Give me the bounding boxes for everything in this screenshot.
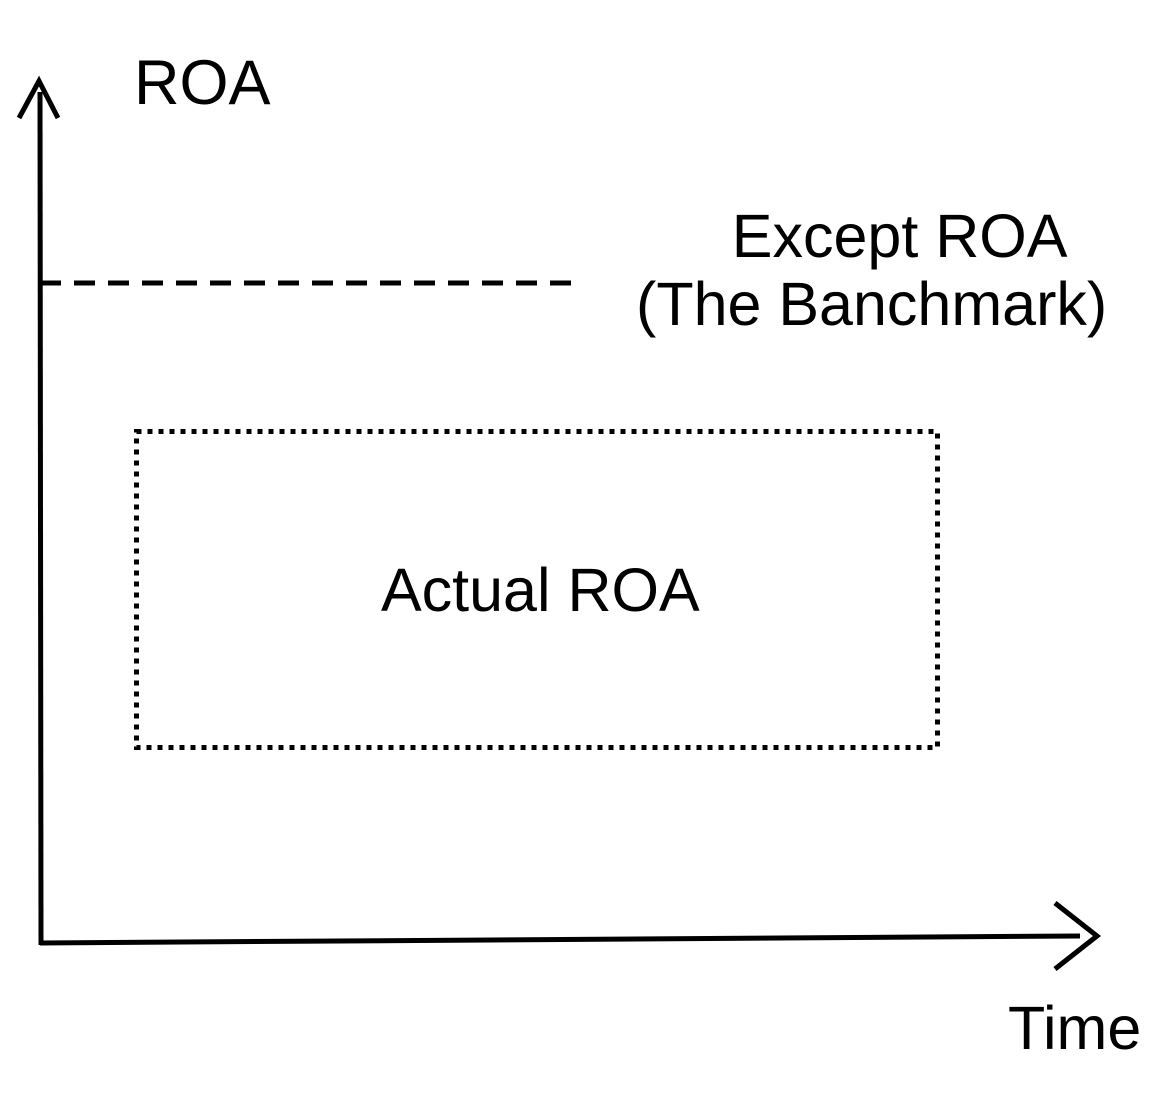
arrow-right-icon bbox=[1053, 901, 1102, 971]
y-axis-label: ROA bbox=[134, 48, 271, 118]
benchmark-label: Except ROA (The Banchmark) bbox=[636, 202, 1107, 339]
y-axis-line bbox=[37, 91, 44, 946]
actual-roa-region-box bbox=[134, 429, 940, 750]
x-axis-line bbox=[39, 933, 1081, 946]
actual-roa-label: Actual ROA bbox=[381, 556, 700, 624]
arrow-up-icon bbox=[16, 75, 61, 120]
x-axis-label: Time bbox=[1008, 994, 1142, 1062]
benchmark-label-line-2: (The Banchmark) bbox=[636, 270, 1108, 339]
benchmark-label-line-1: Except ROA bbox=[731, 202, 1068, 270]
